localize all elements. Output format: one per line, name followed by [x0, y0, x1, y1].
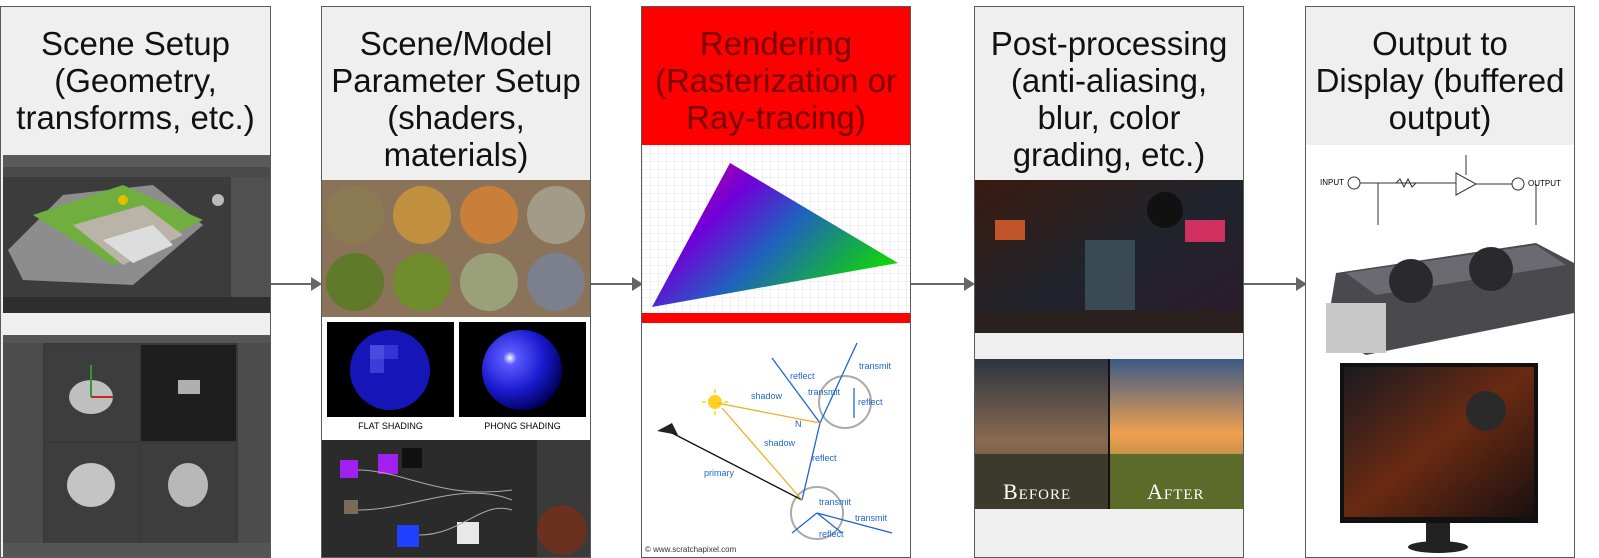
ray-label: N	[795, 419, 802, 429]
stage-title: Scene Setup (Geometry, transforms, etc.)	[1, 7, 270, 136]
title-line: transforms, etc.)	[16, 99, 255, 136]
stage-parameter-setup: Scene/Model Parameter Setup (shaders, ma…	[321, 6, 591, 558]
stage-output: Output to Display (buffered output) INPU…	[1305, 6, 1575, 558]
blender-screenshot-monkeys	[3, 335, 270, 557]
title-line: Ray-tracing)	[686, 99, 866, 136]
ray-label: reflect	[790, 371, 815, 381]
graphics-card-image	[1306, 243, 1574, 361]
ray-tracing-diagram: reflect transmit reflect shadow transmit…	[642, 323, 910, 557]
shading-comparison-image: FLAT SHADING PHONG SHADING	[322, 317, 590, 440]
before-after-image: Before After	[975, 359, 1243, 509]
ray-label: transmit	[859, 361, 892, 371]
stage-rendering: Rendering (Rasterization or Ray-tracing)	[641, 6, 911, 558]
flow-arrow	[271, 277, 322, 291]
flat-shading-label: FLAT SHADING	[358, 421, 423, 431]
flow-arrow	[591, 277, 643, 291]
title-line: materials)	[383, 136, 529, 173]
monitor-image	[1306, 361, 1574, 557]
ray-label: reflect	[858, 397, 883, 407]
material-spheres-image	[322, 180, 590, 317]
node-editor-screenshot	[322, 440, 590, 557]
title-line: grading, etc.)	[1012, 136, 1206, 173]
cyberpunk-scene-image	[975, 180, 1243, 333]
modeling-app-screenshot-city	[3, 155, 270, 313]
stage-title: Output to Display (buffered output)	[1306, 7, 1574, 136]
title-line: output)	[1388, 99, 1492, 136]
title-line: Display (buffered	[1315, 62, 1565, 99]
before-label: Before	[1003, 479, 1072, 504]
stage-title: Rendering (Rasterization or Ray-tracing)	[642, 7, 910, 136]
title-line: (Rasterization or	[654, 62, 898, 99]
after-label: After	[1147, 479, 1205, 504]
stage-title: Post-processing (anti-aliasing, blur, co…	[975, 7, 1243, 173]
ray-label: transmit	[855, 513, 888, 523]
title-line: Post-processing	[990, 25, 1228, 62]
title-line: (shaders,	[387, 99, 525, 136]
ray-label: primary	[704, 468, 735, 478]
stage-title: Scene/Model Parameter Setup (shaders, ma…	[322, 7, 590, 173]
ray-label: shadow	[764, 438, 796, 448]
flow-arrow	[1244, 277, 1307, 291]
input-label: INPUT	[1320, 178, 1344, 187]
title-line: Parameter Setup	[331, 62, 581, 99]
ray-label: transmit	[808, 387, 841, 397]
ray-label: reflect	[819, 529, 844, 539]
title-line: blur, color	[1037, 99, 1181, 136]
stage-post-processing: Post-processing (anti-aliasing, blur, co…	[974, 6, 1244, 558]
output-label: OUTPUT	[1528, 179, 1561, 188]
credit-text: © www.scratchapixel.com	[645, 545, 737, 554]
rendering-header	[642, 7, 910, 145]
circuit-schematic-image: INPUT OUTPUT	[1306, 145, 1574, 243]
flow-arrow	[911, 277, 975, 291]
ray-label: reflect	[812, 453, 837, 463]
title-line: Output to	[1372, 25, 1508, 62]
title-line: Rendering	[699, 25, 853, 62]
phong-shading-label: PHONG SHADING	[484, 421, 561, 431]
ray-label: transmit	[819, 497, 852, 507]
stage-scene-setup: Scene Setup (Geometry, transforms, etc.)	[0, 6, 271, 558]
title-line: (Geometry,	[54, 62, 217, 99]
title-line: Scene/Model	[359, 25, 553, 62]
title-line: (anti-aliasing,	[1010, 62, 1208, 99]
rasterized-triangle-image	[642, 145, 910, 323]
ray-label: shadow	[751, 391, 783, 401]
title-line: Scene Setup	[41, 25, 230, 62]
